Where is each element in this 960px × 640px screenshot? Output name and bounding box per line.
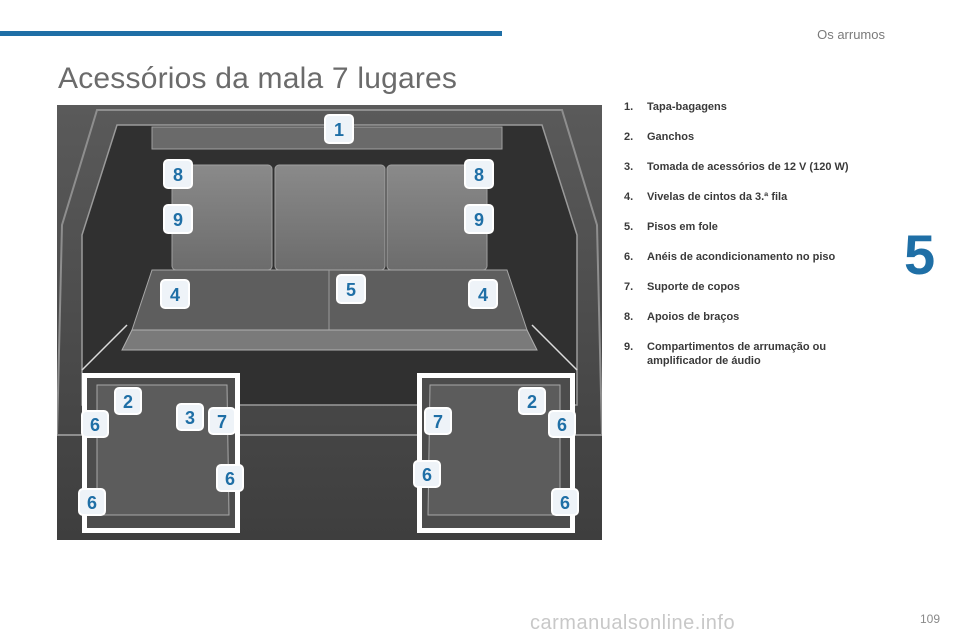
legend-item: 2.Ganchos [624, 131, 695, 143]
callout-1: 1 [324, 114, 354, 144]
trunk-illustration: 1 8 8 9 9 4 5 [57, 105, 602, 540]
svg-text:4: 4 [170, 285, 180, 305]
svg-text:6: 6 [90, 415, 100, 435]
section-title: Os arrumos [817, 27, 885, 42]
svg-text:6: 6 [557, 415, 567, 435]
svg-text:1: 1 [334, 120, 344, 140]
header-rule [0, 31, 502, 36]
legend-item: 9.Compartimentos de arrumação ou amplifi… [624, 341, 827, 367]
callout-2-right-panel: 2 [518, 387, 546, 415]
callout-9-left: 9 [163, 204, 193, 234]
legend-item: 4.Vivelas de cintos da 3.ª fila [624, 191, 788, 203]
legend-item: 3.Tomada de acessórios de 12 V (120 W) [624, 161, 849, 173]
svg-text:6: 6 [560, 493, 570, 513]
svg-text:6: 6 [87, 493, 97, 513]
callout-6-left-panel-b: 6 [216, 464, 244, 492]
svg-text:9: 9 [173, 210, 183, 230]
watermark: carmanualsonline.info [530, 612, 736, 634]
callout-6-right-panel-c: 6 [551, 488, 579, 516]
legend-list: 1.Tapa-bagagens 2.Ganchos 3.Tomada de ac… [624, 100, 884, 384]
legend-item: 7.Suporte de copos [624, 281, 740, 293]
legend-item: 5.Pisos em fole [624, 221, 718, 233]
svg-text:9: 9 [474, 210, 484, 230]
callout-6-left-panel-c: 6 [78, 488, 106, 516]
legend-item: 8.Apoios de braços [624, 311, 740, 323]
chapter-number: 5 [904, 223, 936, 286]
svg-text:8: 8 [173, 165, 183, 185]
legend-item: 1.Tapa-bagagens [624, 101, 727, 113]
page-number: 109 [919, 612, 940, 626]
callout-9-right: 9 [464, 204, 494, 234]
svg-text:8: 8 [474, 165, 484, 185]
svg-text:2: 2 [527, 392, 537, 412]
svg-text:7: 7 [433, 412, 443, 432]
callout-2-left-panel: 2 [114, 387, 142, 415]
callout-4-right: 4 [468, 279, 498, 309]
svg-text:5: 5 [346, 280, 356, 300]
svg-text:6: 6 [422, 465, 432, 485]
callout-7-left-panel: 7 [208, 407, 236, 435]
callout-3-left-panel: 3 [176, 403, 204, 431]
page-title: Acessórios da mala 7 lugares [58, 62, 458, 95]
legend-item: 6.Anéis de acondicionamento no piso [624, 251, 836, 263]
callout-6-right-panel-a: 6 [548, 410, 576, 438]
svg-text:7: 7 [217, 412, 227, 432]
callout-6-right-panel-b: 6 [413, 460, 441, 488]
callout-8-left: 8 [163, 159, 193, 189]
svg-text:3: 3 [185, 408, 195, 428]
svg-text:2: 2 [123, 392, 133, 412]
callout-6-left-panel-a: 6 [81, 410, 109, 438]
trunk-illustration-svg: 1 8 8 9 9 4 5 [57, 105, 602, 540]
callout-5: 5 [336, 274, 366, 304]
callout-8-right: 8 [464, 159, 494, 189]
callout-7-right-panel: 7 [424, 407, 452, 435]
callout-4-left: 4 [160, 279, 190, 309]
svg-text:6: 6 [225, 469, 235, 489]
svg-text:4: 4 [478, 285, 488, 305]
